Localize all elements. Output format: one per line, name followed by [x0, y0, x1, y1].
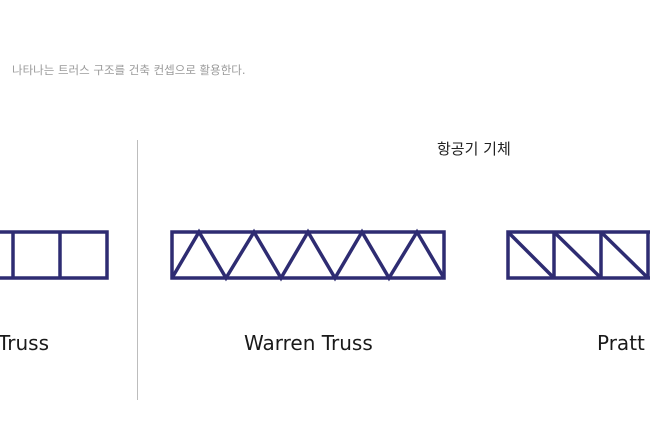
- pratt-truss-diagram: [506, 230, 650, 280]
- warren-truss-label: Warren Truss: [244, 331, 373, 355]
- pratt-truss-label: Pratt T: [597, 331, 650, 355]
- section-title: 항공기 기체: [437, 140, 511, 158]
- warren-truss-diagram: [170, 228, 446, 282]
- truss-label: Truss: [0, 331, 50, 355]
- divider: [137, 140, 138, 400]
- caption-text: 나타나는 트러스 구조를 건축 컨셉으로 활용한다.: [12, 63, 246, 77]
- howe-truss-diagram: [0, 230, 109, 280]
